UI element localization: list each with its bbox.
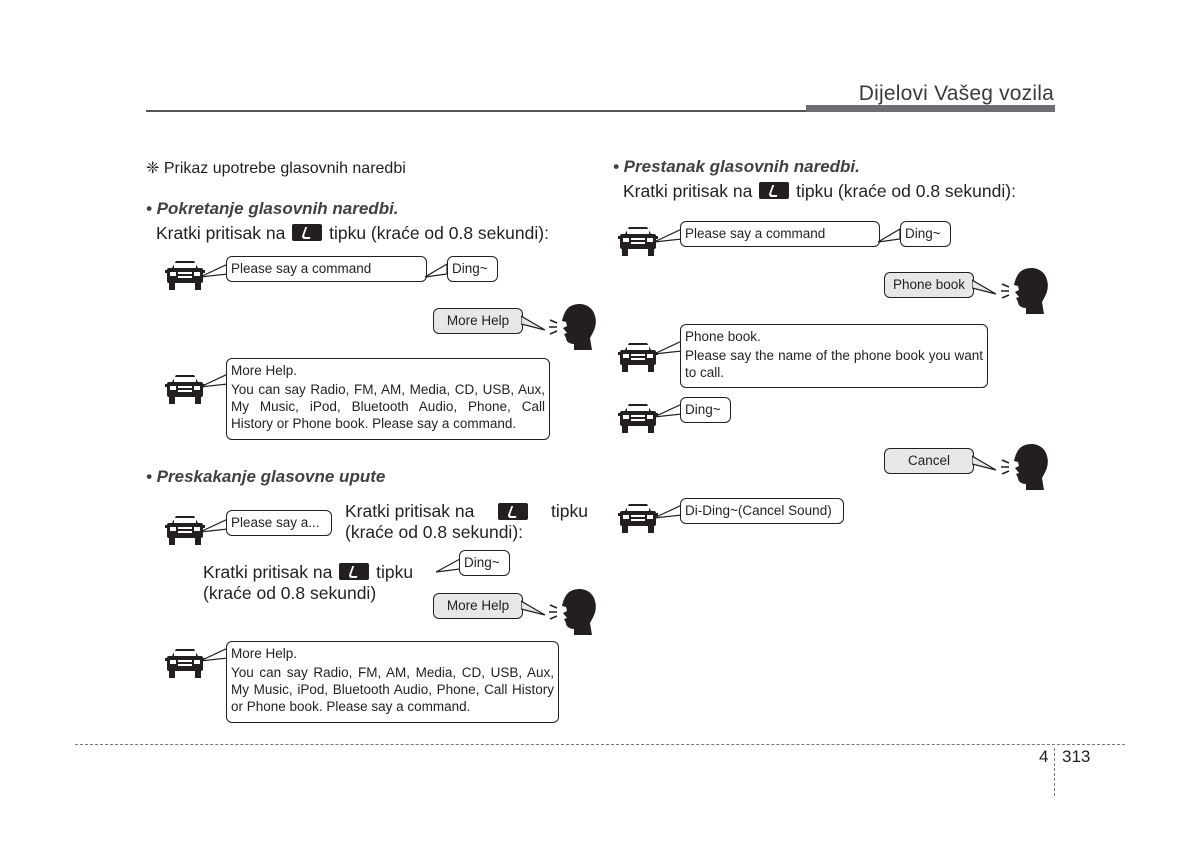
instruction-text: (kraće od 0.8 sekundi) <box>203 583 377 603</box>
phone-talk-key-icon <box>292 224 323 241</box>
instruction-block: Kratki pritisak na tipku (kraće od 0.8 s… <box>203 562 413 604</box>
section-title-stop: • Prestanak glasovnih naredbi. <box>613 157 860 176</box>
instruction-line: Kratki pritisak na tipku (kraće od 0.8 s… <box>156 223 549 244</box>
voice-command-bubble: More Help <box>433 593 523 619</box>
header-rule-accent <box>806 105 1055 112</box>
instruction-text: tipku <box>551 501 588 521</box>
phone-talk-key-icon <box>497 503 528 520</box>
instruction-block: Kratki pritisak na tipku (kraće od 0.8 s… <box>345 501 588 543</box>
speech-bubble: Please say a command <box>226 256 427 282</box>
bubble-tail <box>521 315 546 331</box>
speech-bubble: Please say a... <box>226 510 332 536</box>
voice-command-bubble: More Help <box>433 308 523 334</box>
bubble-title: More Help. <box>231 646 298 661</box>
phone-talk-key-icon <box>759 182 790 199</box>
header-rule <box>146 110 806 112</box>
speech-bubble-multiline: More Help. You can say Radio, FM, AM, Me… <box>226 358 550 440</box>
instruction-line: Kratki pritisak na tipku (kraće od 0.8 s… <box>623 181 1016 202</box>
bubble-tail <box>972 455 997 471</box>
bubble-text: You can say Radio, FM, AM, Media, CD, US… <box>231 665 554 714</box>
usage-note: ❈ Prikaz upotrebe glasovnih naredbi <box>146 160 406 177</box>
speech-bubble: Please say a command <box>680 221 880 247</box>
speaking-head-icon <box>1000 267 1049 315</box>
speaking-head-icon <box>548 303 597 351</box>
bubble-text: You can say Radio, FM, AM, Media, CD, US… <box>231 382 545 431</box>
bubble-text: Please say the name of the phone book yo… <box>685 348 983 380</box>
speech-bubble: Ding~ <box>680 397 731 423</box>
instruction-text: (kraće od 0.8 sekundi): <box>345 522 524 542</box>
speech-bubble-multiline: Phone book. Please say the name of the p… <box>680 324 988 388</box>
footer-rule <box>75 744 1125 745</box>
instruction-text: tipku (kraće od 0.8 sekundi): <box>329 223 549 243</box>
instruction-text: tipku (kraće od 0.8 sekundi): <box>796 181 1016 201</box>
instruction-text: tipku <box>376 562 414 582</box>
page-number: 313 <box>1062 747 1091 766</box>
phone-talk-key-icon <box>339 563 370 580</box>
speech-bubble: Ding~ <box>447 256 498 282</box>
bubble-tail <box>878 227 901 243</box>
speech-bubble-multiline: More Help. You can say Radio, FM, AM, Me… <box>226 641 559 723</box>
speech-bubble: Ding~ <box>459 550 510 576</box>
section-title-start: • Pokretanje glasovnih naredbi. <box>146 199 399 218</box>
bubble-tail <box>972 279 997 295</box>
page-header-title: Dijelovi Vašeg vozila <box>858 82 1054 105</box>
speech-bubble: Ding~ <box>900 221 951 247</box>
footer-divider <box>1054 748 1055 796</box>
speaking-head-icon <box>548 588 597 636</box>
instruction-text: Kratki pritisak na <box>345 501 475 521</box>
speech-bubble: Di-Ding~(Cancel Sound) <box>680 498 844 524</box>
bubble-title: Phone book. <box>685 329 761 344</box>
bubble-tail <box>425 262 448 278</box>
bubble-tail <box>521 600 546 616</box>
speaking-head-icon <box>1000 443 1049 491</box>
bubble-title: More Help. <box>231 363 298 378</box>
voice-command-bubble: Phone book <box>884 272 974 298</box>
voice-command-bubble: Cancel <box>884 448 974 474</box>
instruction-text: Kratki pritisak na <box>156 223 286 243</box>
instruction-text: Kratki pritisak na <box>623 181 753 201</box>
section-title-skip: • Preskakanje glasovne upute <box>146 467 386 486</box>
chapter-number: 4 <box>1039 747 1049 766</box>
instruction-text: Kratki pritisak na <box>203 562 333 582</box>
